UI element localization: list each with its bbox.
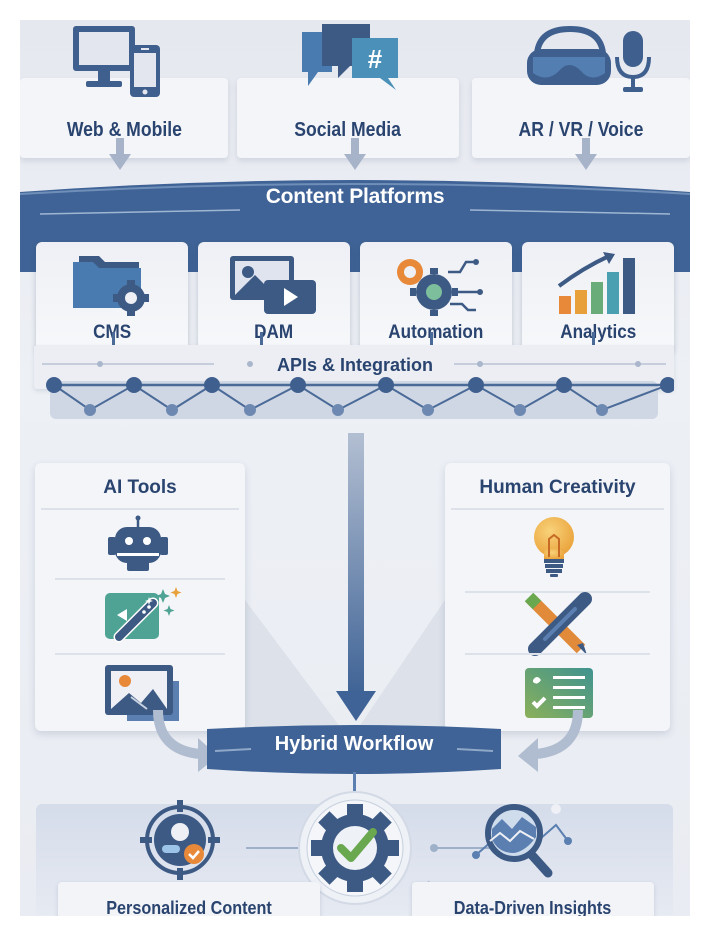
channel-card-ar-vr-voice: AR / VR / Voice [472,78,690,158]
divider [451,508,664,510]
curved-arrow-right-icon [518,710,583,772]
platform-card-dam: DAM [198,242,350,352]
magnifier-chart-icon [472,804,572,878]
integration-network [42,361,674,419]
platform-label: DAM [254,322,294,343]
target-user-icon [140,800,220,880]
connector-line [353,772,356,798]
checklist-icon [525,668,593,718]
magic-wand-image-icon [105,587,182,643]
platform-card-analytics: Analytics [522,242,674,352]
image-gallery-icon [105,665,179,721]
background-shading [245,600,445,740]
platform-card-automation: Automation [360,242,512,352]
chat-bubbles-hashtag-icon: # [302,24,398,90]
pencil-pen-icon [524,592,592,656]
outcome-card-data-driven-insights: Data-Driven Insights [412,882,654,916]
platform-label: Automation [388,322,484,343]
content-platforms-title: Content Platforms [265,185,445,208]
gear-check-icon [298,791,412,905]
bar-chart-trend-icon [557,252,635,314]
connector-line [112,332,115,346]
channel-label: Web & Mobile [66,119,182,141]
diagram-canvas: Web & Mobile Social Media AR / VR / Voic… [20,20,690,916]
hybrid-workflow-label: Hybrid Workflow [274,733,434,755]
channel-card-social-media: Social Media [237,78,459,158]
outcome-card-personalized-content: Personalized Content [58,882,320,916]
down-arrow-icon [344,138,366,170]
divider [465,653,650,655]
gears-circuit-icon [397,259,483,316]
central-down-arrow [336,433,376,721]
divider [55,578,225,580]
down-arrow-icon [109,138,131,170]
image-video-icon [230,256,316,314]
folder-gear-icon [73,256,149,316]
ai-tools-title: AI Tools [103,477,177,498]
ai-tools-card: AI Tools [35,463,245,731]
down-arrow-icon [575,138,597,170]
desktop-mobile-icon [73,26,160,97]
platform-label: Analytics [559,322,637,343]
outcome-label: Personalized Content [106,897,272,917]
divider [41,508,239,510]
svg-text:#: # [368,44,383,74]
channel-label: Social Media [294,119,402,141]
integration-label: APIs & Integration [276,355,433,375]
lightbulb-icon [534,517,574,577]
divider [55,653,225,655]
connector-line [592,332,595,346]
human-creativity-title: Human Creativity [479,477,636,498]
outcome-label: Data-Driven Insights [454,897,612,917]
channel-label: AR / VR / Voice [518,119,644,141]
robot-icon [108,515,168,571]
human-creativity-card: Human Creativity [445,463,670,731]
connector-line [430,332,433,346]
connector-line [260,332,263,346]
platform-label: CMS [93,322,131,344]
vr-headset-microphone-icon [527,25,651,92]
divider [465,591,650,593]
hybrid-workflow-banner [207,725,501,774]
